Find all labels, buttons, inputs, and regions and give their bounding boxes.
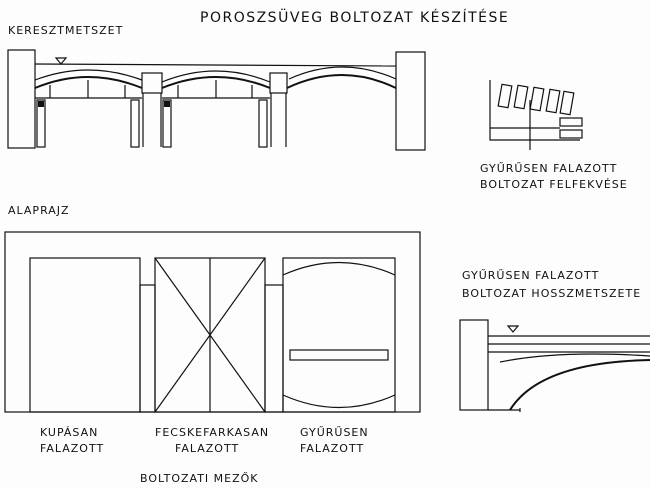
field-gyurusen xyxy=(282,257,396,413)
plan-label: ALAPRAJZ xyxy=(8,204,70,217)
long-section-label-line2: BOLTOZAT HOSSZMETSZETE xyxy=(462,287,641,300)
field-1-label-line2: FALAZOTT xyxy=(40,442,104,455)
floor-line xyxy=(34,63,397,67)
wall xyxy=(459,319,489,411)
cross-section xyxy=(7,49,426,151)
pier-block xyxy=(141,72,163,94)
floor-plan xyxy=(4,231,421,413)
field-1-label-line1: KUPÁSAN xyxy=(40,426,98,439)
column xyxy=(36,99,46,148)
level-marker-icon xyxy=(54,57,68,65)
long-section xyxy=(459,319,650,412)
column xyxy=(162,99,172,148)
level-marker-icon xyxy=(506,325,520,333)
drawing-title: POROSZSÜVEG BOLTOZAT KÉSZÍTÉSE xyxy=(200,8,509,26)
left-wall xyxy=(7,49,36,149)
bearing-detail-label-line1: GYŰRŰSEN FALAZOTT xyxy=(480,161,617,175)
bearing-detail xyxy=(489,80,583,150)
right-wall xyxy=(395,51,426,151)
long-section-label-line1: GYŰRŰSEN FALAZOTT xyxy=(462,268,599,282)
field-2-label-line1: FECSKEFARKASAN xyxy=(155,426,269,439)
opening xyxy=(139,284,156,413)
opening xyxy=(264,284,284,413)
cross-section-label: KERESZTMETSZET xyxy=(8,24,123,37)
field-3-label-line1: GYŰRŰSEN xyxy=(300,425,369,439)
pier-block xyxy=(269,72,288,94)
column xyxy=(130,99,140,148)
bearing-detail-label-line2: BOLTOZAT FELFEKVÉSE xyxy=(480,178,628,191)
field-2-label-line2: FALAZOTT xyxy=(175,442,239,455)
fields-caption: BOLTOZATI MEZŐK xyxy=(140,471,259,485)
column xyxy=(258,99,268,148)
field-kupasan xyxy=(29,257,141,413)
field-3-label-line2: FALAZOTT xyxy=(300,442,364,455)
